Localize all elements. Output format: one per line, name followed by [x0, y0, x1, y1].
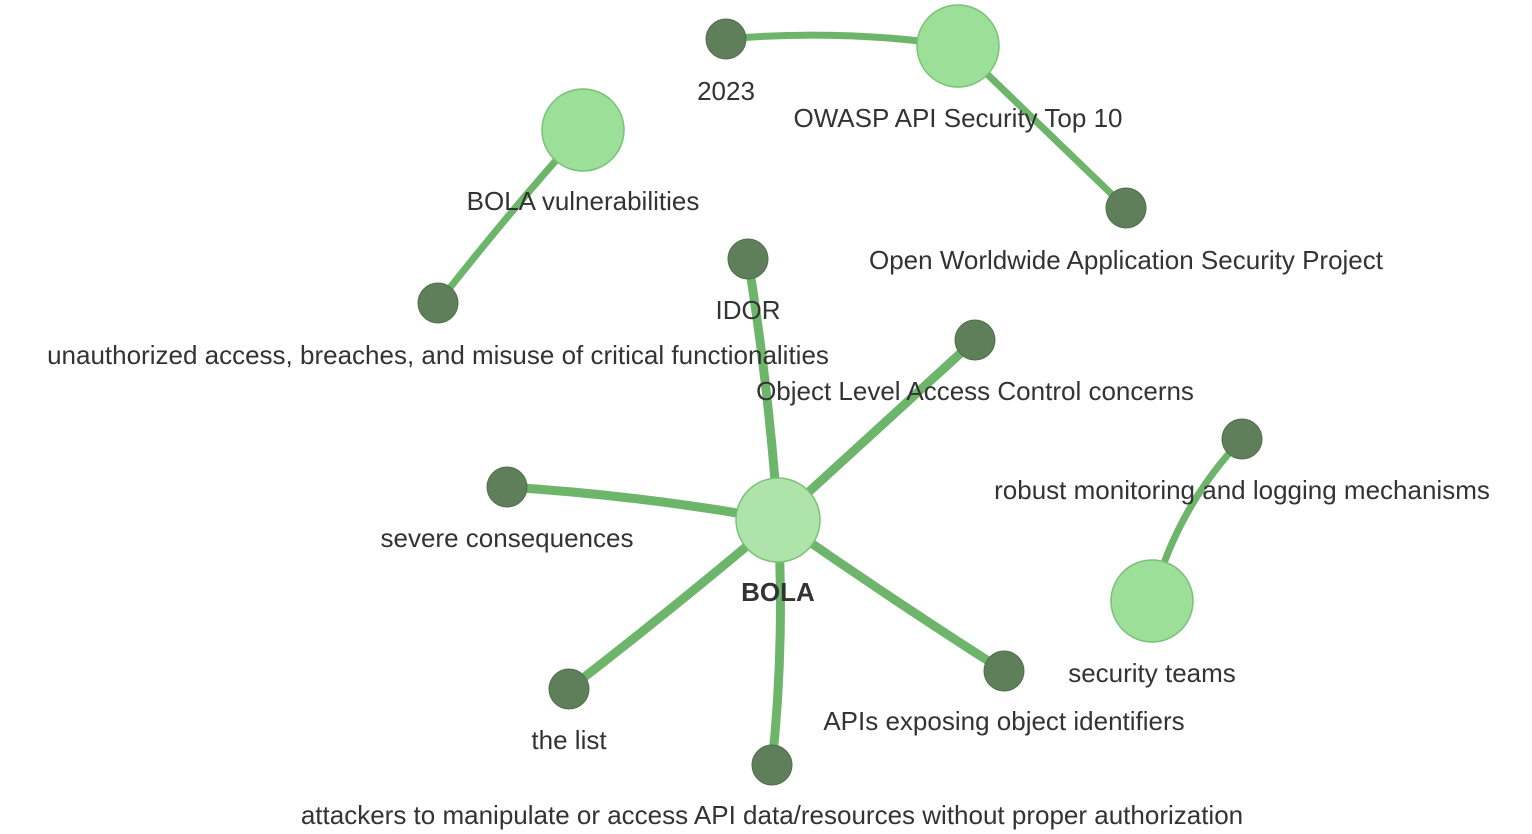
node-label-list: the list	[531, 725, 607, 755]
node-label-olac: Object Level Access Control concerns	[756, 376, 1194, 406]
node-olac[interactable]	[954, 319, 996, 361]
node-label-idor: IDOR	[716, 295, 781, 325]
node-robust[interactable]	[1221, 418, 1263, 460]
node-layer	[417, 4, 1263, 786]
node-label-unauth: unauthorized access, breaches, and misus…	[47, 340, 829, 370]
node-y2023[interactable]	[705, 18, 747, 60]
node-label-apis: APIs exposing object identifiers	[823, 706, 1184, 736]
node-owwasp[interactable]	[1105, 187, 1147, 229]
node-list[interactable]	[548, 668, 590, 710]
node-label-y2023: 2023	[697, 76, 755, 106]
node-label-secteams: security teams	[1068, 658, 1236, 688]
node-severe[interactable]	[486, 466, 528, 508]
node-secteams[interactable]	[1110, 559, 1194, 643]
node-attackers[interactable]	[751, 744, 793, 786]
node-owasp[interactable]	[916, 4, 1000, 88]
label-layer: BOLA IDOR Object Level Access Control conc…	[47, 76, 1490, 830]
node-label-owwasp: Open Worldwide Application Security Proj…	[869, 245, 1384, 275]
node-label-robust: robust monitoring and logging mechanisms	[994, 475, 1490, 505]
node-unauth[interactable]	[417, 282, 459, 324]
node-apis[interactable]	[983, 650, 1025, 692]
node-label-attackers: attackers to manipulate or access API da…	[301, 800, 1243, 830]
node-idor[interactable]	[727, 238, 769, 280]
node-label-bola: BOLA	[741, 577, 815, 607]
node-label-owasp: OWASP API Security Top 10	[793, 103, 1122, 133]
node-label-severe: severe consequences	[381, 523, 634, 553]
node-bola[interactable]	[735, 477, 821, 563]
node-label-bolav: BOLA vulnerabilities	[467, 186, 700, 216]
node-bolav[interactable]	[541, 88, 625, 172]
